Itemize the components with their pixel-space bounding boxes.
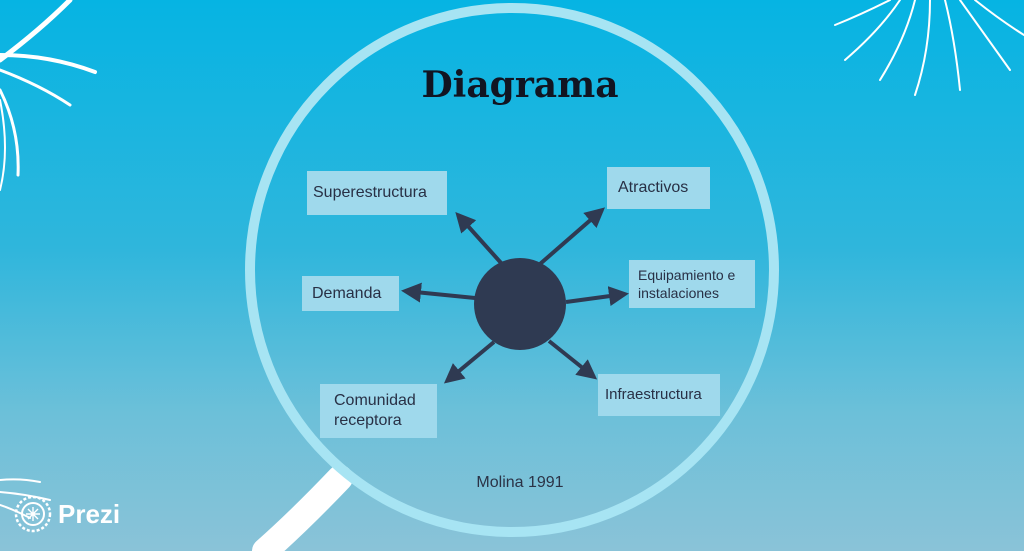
arrow-to-infraestructura: [547, 339, 598, 380]
arrow-to-demanda: [401, 282, 476, 303]
arrow-to-comunidad: [443, 340, 496, 384]
node-comunidad: Comunidad receptora: [320, 384, 437, 438]
node-superestructura-label: Superestructura: [313, 184, 427, 201]
node-superestructura: Superestructura: [307, 171, 447, 215]
magnifier-handle: [252, 465, 353, 551]
palm-leaf-top-left-decoration: [0, 0, 97, 191]
prezi-logo-icon: [14, 495, 52, 533]
node-demanda: Demanda: [302, 276, 399, 311]
prezi-logo: Prezi: [14, 495, 120, 533]
diagram-title: Diagrama: [421, 64, 619, 106]
palm-leaf-top-right-decoration: [834, 0, 1024, 96]
node-atractivos: Atractivos: [607, 167, 710, 209]
citation-text: Molina 1991: [476, 474, 564, 491]
node-equipamiento: Equipamiento e instalaciones: [629, 260, 755, 308]
node-infraestructura-label: Infraestructura: [605, 385, 702, 403]
arrow-to-superestructura: [455, 212, 504, 266]
arrow-to-atractivos: [538, 207, 606, 266]
magnifier-ring: [245, 3, 779, 537]
node-infraestructura: Infraestructura: [598, 374, 720, 416]
node-demanda-label: Demanda: [312, 284, 382, 302]
central-hub: [474, 258, 566, 350]
node-comunidad-label: Comunidad receptora: [334, 392, 416, 429]
node-equipamiento-label: Equipamiento e instalaciones: [638, 266, 736, 301]
prezi-logo-text: Prezi: [58, 498, 121, 529]
palm-leaf-bottom-left-decoration: [0, 478, 51, 519]
arrow-to-equipamiento: [565, 286, 629, 307]
node-atractivos-label: Atractivos: [618, 179, 689, 196]
